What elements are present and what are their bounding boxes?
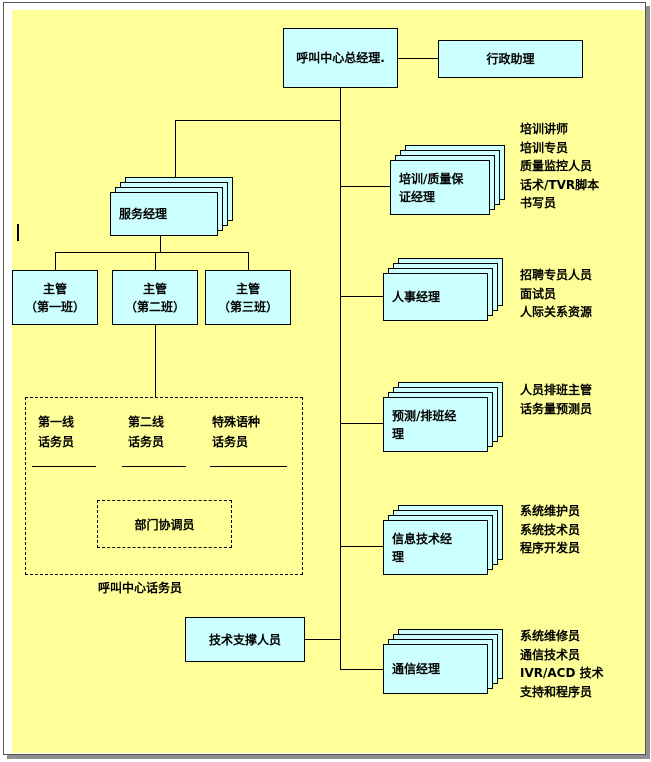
org-box-label: 行政助理 [486,52,535,66]
org-box-label: 服务经理 [110,192,218,236]
org-box-label: 主管 （第一班） [24,281,85,314]
org-box-admin-assistant[interactable]: 行政助理 [438,40,583,78]
org-box-label: 培训/质量保 证经理 [390,160,490,215]
connector-branch-training [340,186,390,187]
org-box-label: 主管 （第三班） [217,281,278,314]
agent-second-line-label: 第二线 话务员 [128,415,165,450]
agent-group-caption: 呼叫中心话务员 [98,581,183,595]
org-box-it-manager[interactable]: 信息技术经 理 [383,505,503,575]
connector-service-drop [175,120,176,177]
connector-sup1-drop [55,252,56,270]
org-box-supervisor-shift2[interactable]: 主管 （第二班） [112,270,198,325]
org-box-label: 通信经理 [383,644,488,694]
org-box-label: 部门协调员 [134,517,195,532]
org-box-label: 预测/排班经 理 [383,397,488,452]
connector-supervisor-bar [55,252,249,253]
org-chart-canvas [12,10,645,753]
org-box-supervisor-shift3[interactable]: 主管 （第三班） [205,270,291,325]
agent-group-outline[interactable] [25,397,303,575]
note-training: 培训讲师 培训专员 质量监控人员 话术/TVR脚本 书写员 [520,122,600,211]
connector-sup2-drop [155,252,156,270]
org-box-label: 人事经理 [383,273,488,321]
org-box-supervisor-shift1[interactable]: 主管 （第一班） [12,270,98,325]
note-it: 系统维护员 系统技术员 程序开发员 [520,504,581,556]
org-box-label: 呼叫中心总经理. [296,51,385,65]
note-hr: 招聘专员人员 面试员 人际关系资源 [520,268,593,320]
org-box-hr-manager[interactable]: 人事经理 [383,258,503,321]
connector-branch-forecast [340,423,385,424]
note-forecast: 人员排班主管 话务量预测员 [520,383,593,416]
agent-special-lang-label: 特殊语种 话务员 [212,415,261,450]
connector-branch-comm [340,669,385,670]
org-box-forecast-scheduling-manager[interactable]: 预测/排班经 理 [383,382,503,452]
connector-techsupport-trunk [305,639,341,640]
connector-branch-it [340,546,385,547]
blank-line-second [122,466,186,467]
org-box-label: 技术支撑人员 [208,632,281,647]
org-box-general-manager[interactable]: 呼叫中心总经理. [283,28,398,88]
org-box-service-manager[interactable]: 服务经理 [110,177,233,236]
org-box-label: 主管 （第二班） [124,281,185,314]
blank-line-first [32,466,96,467]
connector-gm-assistant [398,58,438,59]
org-box-coordinator[interactable]: 部门协调员 [97,500,232,548]
org-box-training-quality-manager[interactable]: 培训/质量保 证经理 [390,145,505,215]
org-box-tech-support[interactable]: 技术支撑人员 [185,617,305,662]
org-box-label: 信息技术经 理 [383,520,488,575]
connector-service-to-bar [160,236,161,252]
text-cursor [17,224,19,241]
page-border [3,2,646,755]
connector-trunk [340,88,341,670]
connector-sup3-drop [248,252,249,270]
blank-line-special [210,466,287,467]
org-box-communications-manager[interactable]: 通信经理 [383,629,503,694]
note-comm: 系统维修员 通信技术员 IVR/ACD 技术 支持和程序员 [520,629,604,699]
connector-branch-hr [340,296,385,297]
agent-first-line-label: 第一线 话务员 [38,415,75,450]
connector-sup-to-agents [155,325,156,397]
connector-left-branch [175,120,341,121]
